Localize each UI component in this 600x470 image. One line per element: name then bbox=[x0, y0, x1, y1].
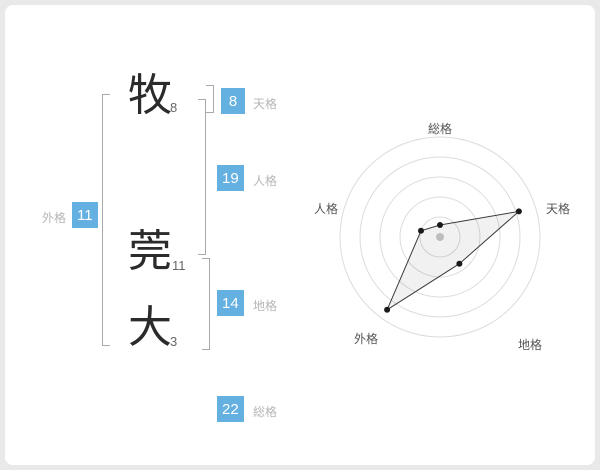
radar-grid-ring bbox=[419, 216, 461, 258]
soukaku-label: 総格 bbox=[253, 405, 278, 419]
radar-axis-label-tenkaku: 天格 bbox=[545, 202, 570, 216]
radar-grid-ring bbox=[399, 196, 481, 278]
radar-data-point bbox=[456, 260, 463, 267]
name-character-1: 牧 bbox=[128, 71, 172, 120]
soukaku-value-badge: 22 bbox=[217, 396, 244, 422]
radar-axis-label-soukaku: 総格 bbox=[427, 122, 452, 136]
gaikaku-bracket bbox=[102, 94, 110, 346]
radar-data-polygon bbox=[386, 210, 521, 312]
radar-data-point bbox=[418, 227, 424, 234]
radar-grid-ring bbox=[359, 156, 521, 318]
stroke-count-2: 11 bbox=[172, 258, 186, 273]
tenkaku-value-badge: 8 bbox=[221, 88, 245, 114]
jinkaku-label: 人格 bbox=[253, 174, 278, 188]
radar-data-point bbox=[515, 208, 522, 215]
chikaku-bracket bbox=[202, 258, 210, 350]
radar-axis-label-jinkaku: 人格 bbox=[313, 202, 338, 216]
radar-data-point bbox=[384, 306, 391, 313]
radar-axis-label-gaikaku: 外格 bbox=[353, 332, 378, 346]
tenkaku-bracket bbox=[206, 85, 214, 113]
tenkaku-label: 天格 bbox=[253, 97, 278, 111]
card-background bbox=[5, 5, 595, 465]
radar-axis-label-chikaku: 地格 bbox=[517, 338, 542, 352]
name-character-2: 莞 bbox=[128, 227, 172, 276]
stroke-count-1: 8 bbox=[170, 100, 178, 115]
chikaku-label: 地格 bbox=[253, 299, 278, 313]
radar-center-dot bbox=[436, 233, 444, 241]
gaikaku-value-badge: 11 bbox=[72, 202, 98, 228]
jinkaku-bracket bbox=[198, 99, 206, 255]
gaikaku-label: 外格 bbox=[42, 211, 67, 225]
radar-grid-ring bbox=[339, 136, 541, 338]
stroke-count-3: 3 bbox=[170, 334, 178, 349]
radar-chart bbox=[339, 136, 541, 338]
jinkaku-value-badge: 19 bbox=[217, 165, 244, 191]
radar-data-point bbox=[437, 222, 443, 228]
name-character-3: 大 bbox=[128, 303, 172, 352]
chikaku-value-badge: 14 bbox=[217, 290, 244, 316]
radar-grid-ring bbox=[379, 176, 501, 298]
